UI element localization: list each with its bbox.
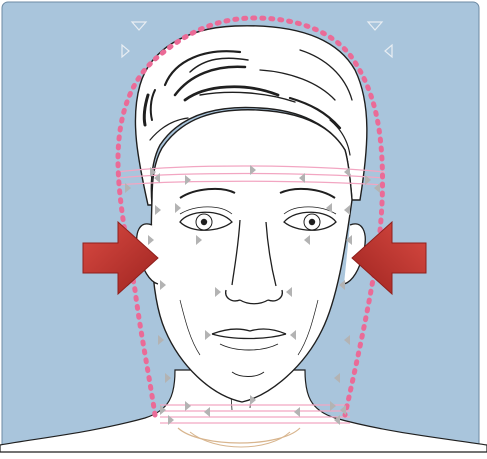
face-diagram xyxy=(0,0,487,459)
diagram-canvas xyxy=(0,0,487,459)
